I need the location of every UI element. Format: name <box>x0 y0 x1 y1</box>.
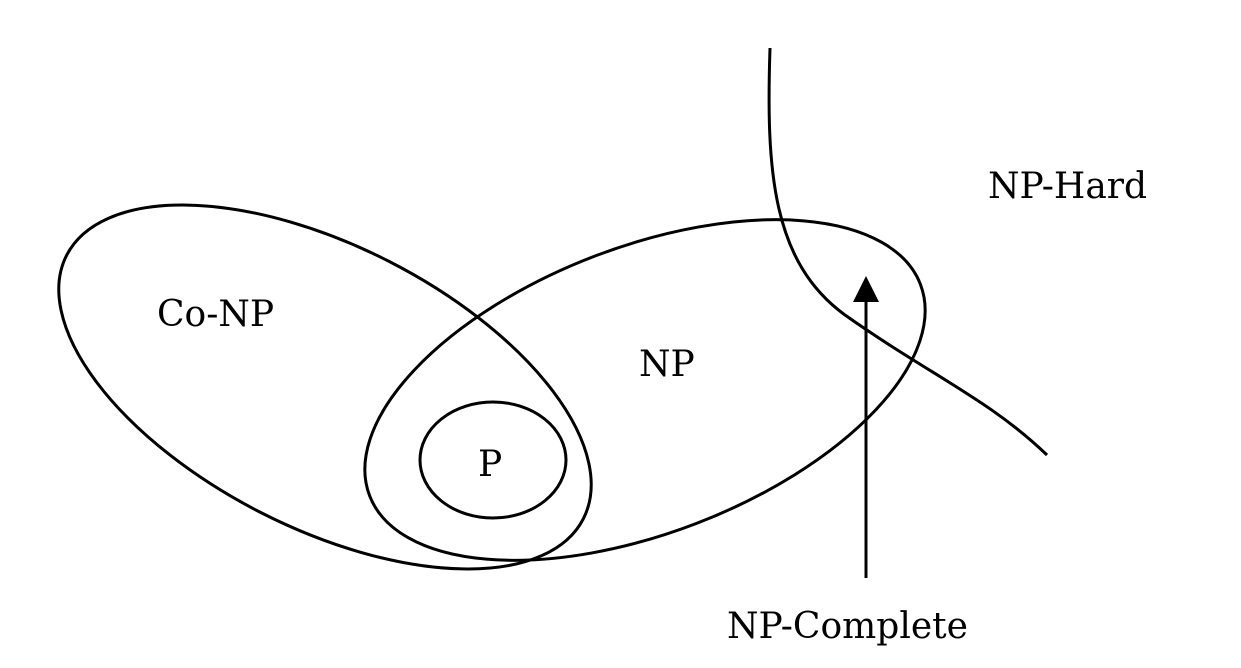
co-np-ellipse <box>57 203 593 571</box>
np-hard-label: NP-Hard <box>988 166 1147 207</box>
p-circle <box>418 400 568 520</box>
np-hard-boundary-curve <box>767 47 1049 457</box>
np-ellipse <box>363 218 927 562</box>
np-label: NP <box>639 344 695 385</box>
np-complete-label: NP-Complete <box>727 606 968 647</box>
np-complete-arrow-head <box>853 276 879 302</box>
co-np-label: Co-NP <box>157 294 274 335</box>
p-label: P <box>478 444 502 485</box>
